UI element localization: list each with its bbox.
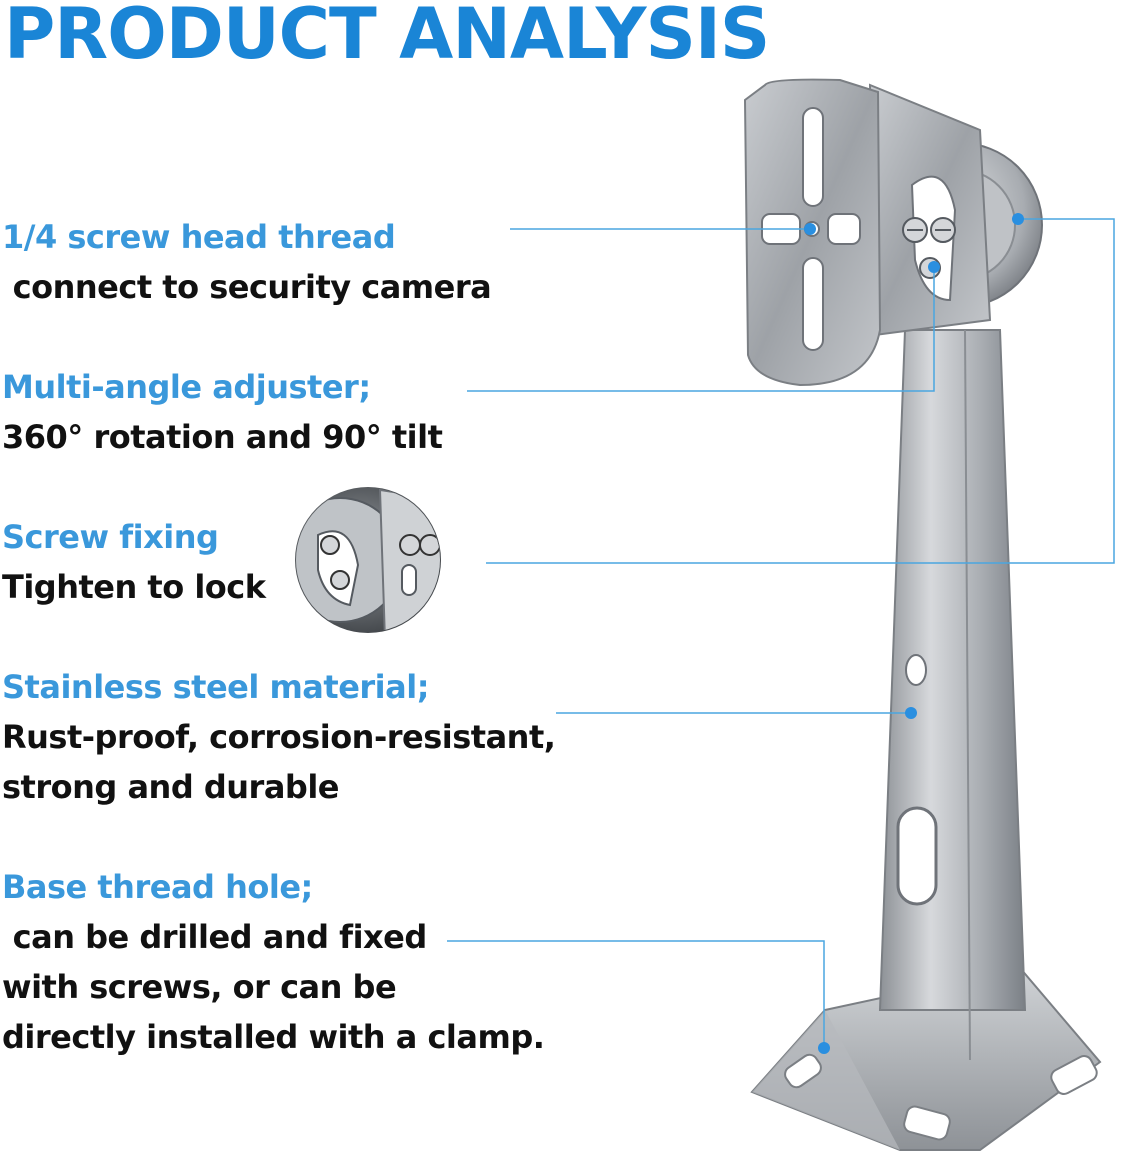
feature-heading: 1/4 screw head thread [2, 218, 396, 256]
feature-description: connect to security camera [2, 268, 492, 306]
feature-description: strong and durable [2, 768, 340, 806]
feature-heading: Stainless steel material; [2, 668, 430, 706]
feature-screw-fixing: Screw fixing Tighten to lock [2, 512, 266, 612]
leader-dots [804, 213, 1024, 1054]
feature-description: Tighten to lock [2, 568, 266, 606]
leader-lines [447, 218, 1115, 1048]
feature-description: directly installed with a clamp. [2, 1018, 545, 1056]
bracket-arm [878, 329, 1027, 1061]
feature-description: 360° rotation and 90° tilt [2, 418, 443, 456]
feature-description: can be drilled and fixed [2, 918, 428, 956]
swivel-joint [868, 83, 1043, 337]
screw-closeup-icon [295, 487, 441, 633]
feature-heading: Multi-angle adjuster; [2, 368, 371, 406]
feature-description: Rust-proof, corrosion-resistant, [2, 718, 556, 756]
page-title: PRODUCT ANALYSIS [4, 0, 770, 75]
feature-stainless-steel: Stainless steel material; Rust-proof, co… [2, 662, 556, 812]
feature-heading: Base thread hole; [2, 868, 313, 906]
feature-multi-angle: Multi-angle adjuster; 360° rotation and … [2, 362, 443, 462]
feature-heading: Screw fixing [2, 518, 219, 556]
feature-base-thread-hole: Base thread hole; can be drilled and fix… [2, 862, 545, 1062]
feature-screw-thread: 1/4 screw head thread connect to securit… [2, 212, 492, 312]
feature-description: with screws, or can be [2, 968, 397, 1006]
